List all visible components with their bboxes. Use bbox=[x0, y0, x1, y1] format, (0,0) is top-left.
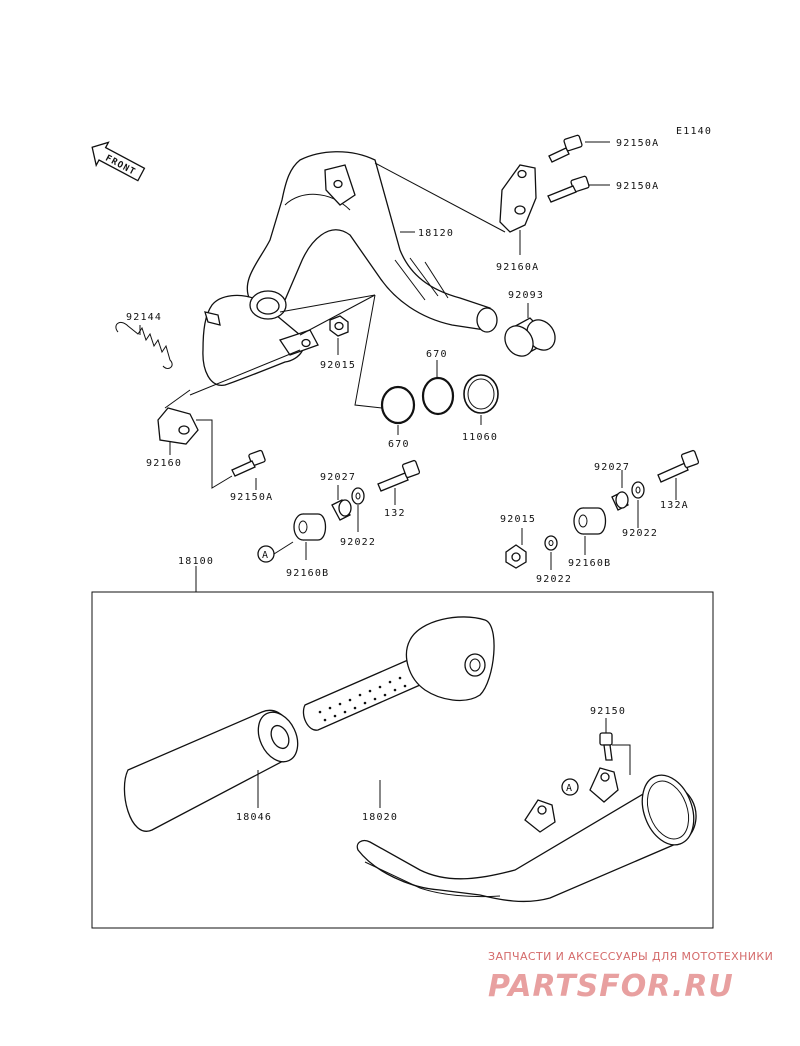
label-92027-right: 92027 bbox=[594, 462, 630, 473]
label-92160B-right: 92160B bbox=[568, 558, 611, 569]
label-92022-left: 92022 bbox=[340, 537, 376, 548]
washer-92022-left bbox=[351, 487, 365, 505]
label-92022-right: 92022 bbox=[622, 528, 658, 539]
label-92027-left: 92027 bbox=[320, 472, 356, 483]
bolt-92150A-left bbox=[231, 449, 266, 477]
silencer-assembly-box bbox=[91, 591, 714, 929]
ref-a-right: A bbox=[561, 778, 579, 796]
bolt-132 bbox=[377, 459, 421, 492]
leader-lines bbox=[139, 141, 677, 808]
damper-92160B-right bbox=[573, 507, 607, 535]
label-92160: 92160 bbox=[146, 458, 182, 469]
bolt-132A bbox=[657, 449, 700, 483]
ref-a-right-label: A bbox=[566, 783, 573, 794]
label-132A: 132A bbox=[660, 500, 689, 511]
label-92150A-lower: 92150A bbox=[616, 181, 659, 192]
spring-92144 bbox=[115, 322, 173, 369]
damper-92160B-left bbox=[293, 513, 327, 541]
packing-18046 bbox=[123, 709, 299, 832]
label-92022-lower: 92022 bbox=[536, 574, 572, 585]
label-92160A: 92160A bbox=[496, 262, 539, 273]
label-92093: 92093 bbox=[508, 290, 544, 301]
end-cap bbox=[405, 616, 495, 702]
label-132: 132 bbox=[384, 508, 406, 519]
o-ring-670-b bbox=[421, 376, 455, 416]
bolt-92150A-lower bbox=[547, 175, 590, 203]
washer-92022-right bbox=[631, 481, 645, 499]
watermark-tagline: ЗАПЧАСТИ И АКСЕССУАРЫ ДЛЯ МОТОТЕХНИКИ bbox=[488, 950, 773, 963]
expansion-chamber bbox=[202, 151, 498, 386]
collar-92027-right bbox=[611, 491, 629, 511]
label-92150A-left: 92150A bbox=[230, 492, 273, 503]
label-92150A-upper: 92150A bbox=[616, 138, 659, 149]
label-92015-lower: 92015 bbox=[500, 514, 536, 525]
bracket-92160 bbox=[157, 407, 199, 445]
diagram-code: E1140 bbox=[676, 126, 712, 137]
label-18020: 18020 bbox=[362, 812, 398, 823]
label-92144: 92144 bbox=[126, 312, 162, 323]
label-670-upper: 670 bbox=[426, 349, 448, 360]
label-670-lower: 670 bbox=[388, 439, 410, 450]
ref-a-left-label: A bbox=[262, 550, 269, 561]
label-92160B-left: 92160B bbox=[286, 568, 329, 579]
front-arrow-icon: FRONT bbox=[91, 141, 146, 182]
washer-92022-lower bbox=[544, 535, 558, 551]
nut-92015-lower bbox=[505, 544, 527, 569]
muffler-18020 bbox=[356, 767, 697, 903]
collar-92027-left bbox=[331, 499, 352, 521]
bolt-92150 bbox=[599, 732, 613, 761]
o-ring-670-a bbox=[380, 385, 416, 425]
inner-perforated-pipe bbox=[302, 659, 421, 731]
bracket-92160A bbox=[499, 164, 537, 233]
bolt-92150A-upper bbox=[548, 134, 583, 163]
sleeve-92093 bbox=[504, 317, 556, 357]
label-18046: 18046 bbox=[236, 812, 272, 823]
label-92150: 92150 bbox=[590, 706, 626, 717]
ref-a-left: A bbox=[257, 545, 275, 563]
watermark-brand: PARTSFOR.RU bbox=[488, 969, 734, 1004]
nut-92015-upper bbox=[329, 315, 349, 337]
label-11060: 11060 bbox=[462, 432, 498, 443]
label-18120: 18120 bbox=[418, 228, 454, 239]
label-92015-upper: 92015 bbox=[320, 360, 356, 371]
gasket-11060 bbox=[463, 374, 499, 414]
label-18100: 18100 bbox=[178, 556, 214, 567]
